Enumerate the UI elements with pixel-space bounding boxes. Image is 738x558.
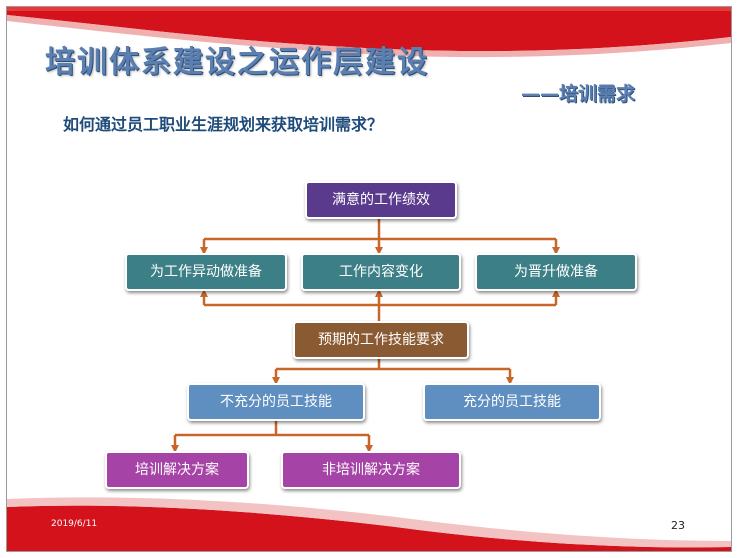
top-swoosh-decoration bbox=[7, 7, 731, 58]
node-expected-skills: 预期的工作技能要求 bbox=[293, 321, 469, 359]
node-non-training-solution: 非培训解决方案 bbox=[281, 451, 461, 489]
node-sufficient-skills: 充分的员工技能 bbox=[423, 383, 601, 421]
question-heading: 如何通过员工职业生涯规划来获取培训需求？ bbox=[63, 115, 384, 134]
node-job-change-prep: 为工作异动做准备 bbox=[125, 253, 287, 291]
page-subtitle: ——培训需求 bbox=[521, 83, 636, 105]
node-promotion-prep: 为晋升做准备 bbox=[475, 253, 637, 291]
node-satisfactory-performance: 满意的工作绩效 bbox=[305, 181, 457, 219]
node-training-solution: 培训解决方案 bbox=[105, 451, 249, 489]
node-insufficient-skills: 不充分的员工技能 bbox=[187, 383, 365, 421]
flow-connectors bbox=[171, 217, 560, 453]
node-job-content-change: 工作内容变化 bbox=[301, 253, 461, 291]
page-title: 培训体系建设之运作层建设 bbox=[45, 45, 429, 80]
slide: 培训体系建设之运作层建设 ——培训需求 如何通过员工职业生涯规划来获取培训需求？ bbox=[6, 6, 732, 552]
footer-date: 2019/6/11 bbox=[51, 519, 98, 529]
page-number: 23 bbox=[671, 519, 685, 532]
